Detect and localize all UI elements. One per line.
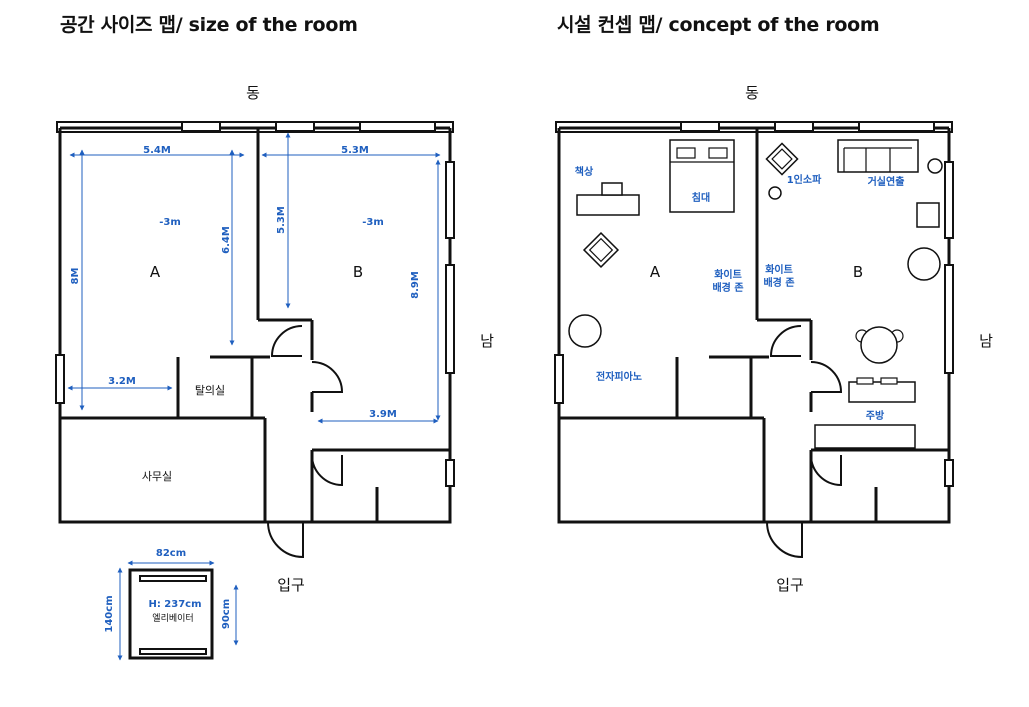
left-floor-plan: 동 남 입구 A B 탈의실 사무실 5.4M -3m 3.2M 5.3M -3… (54, 84, 494, 661)
dim-b-lower-label: 3.9M (369, 409, 397, 420)
elevator-width-label: 82cm (156, 548, 186, 559)
dim-a-width-label: 5.4M (143, 145, 171, 156)
entrance-label: 입구 (277, 576, 305, 594)
room-a-label: A (150, 263, 161, 281)
area-a-label: -3m (159, 217, 181, 228)
armchair-a-icon (582, 231, 620, 269)
single-sofa-icon (765, 142, 799, 176)
side-table-icon (768, 186, 782, 200)
dim-a-inner-label: 6.4M (221, 226, 232, 254)
dining-table-icon (855, 326, 904, 364)
dim-a-total-label: 8M (70, 268, 81, 285)
elevator-height-label: H: 237cm (148, 599, 201, 610)
dim-b-total-label: 8.9M (410, 271, 421, 299)
elevator-diagram: 82cm 140cm 90cm H: 237cm 엘리베이터 (104, 548, 239, 661)
bed-label: 침대 (692, 191, 710, 204)
living-label: 거실연출 (868, 175, 905, 188)
east-label: 남 (979, 332, 993, 350)
lamp-icon (927, 158, 943, 174)
kitchen-label: 주방 (866, 409, 885, 422)
kitchen-counter-icon (814, 377, 916, 449)
left-plan-title: 공간 사이즈 맵/ size of the room (60, 14, 358, 36)
right-plan-title: 시설 컨셉 맵/ concept of the room (557, 14, 880, 36)
elevator-depth-label: 140cm (104, 595, 115, 632)
room-b-label: B (353, 263, 363, 281)
north-label: 동 (745, 84, 759, 102)
east-label: 남 (480, 332, 494, 350)
dim-b-upper-label: 5.3M (276, 206, 287, 234)
dim-a-lower-label: 3.2M (108, 376, 136, 387)
dressing-room-label: 탈의실 (195, 384, 225, 397)
elevator-label: 엘리베이터 (152, 613, 193, 624)
entrance-label: 입구 (776, 576, 804, 594)
desk-icon (576, 182, 640, 216)
chair-icon (916, 202, 940, 228)
room-a-label: A (650, 263, 661, 281)
room-b-label: B (853, 263, 863, 281)
sofa-icon (837, 139, 919, 173)
sofa-label: 1인소파 (787, 173, 822, 186)
north-label: 동 (246, 84, 260, 102)
round-table-a-icon (568, 314, 602, 348)
desk-label: 책상 (575, 165, 594, 178)
elevator-door-label: 90cm (221, 599, 232, 629)
round-table-b-icon (907, 247, 941, 281)
piano-label: 전자피아노 (596, 370, 642, 383)
office-label: 사무실 (142, 470, 172, 483)
area-b-label: -3m (362, 217, 384, 228)
dim-b-width-label: 5.3M (341, 145, 369, 156)
bed-icon (669, 139, 735, 213)
